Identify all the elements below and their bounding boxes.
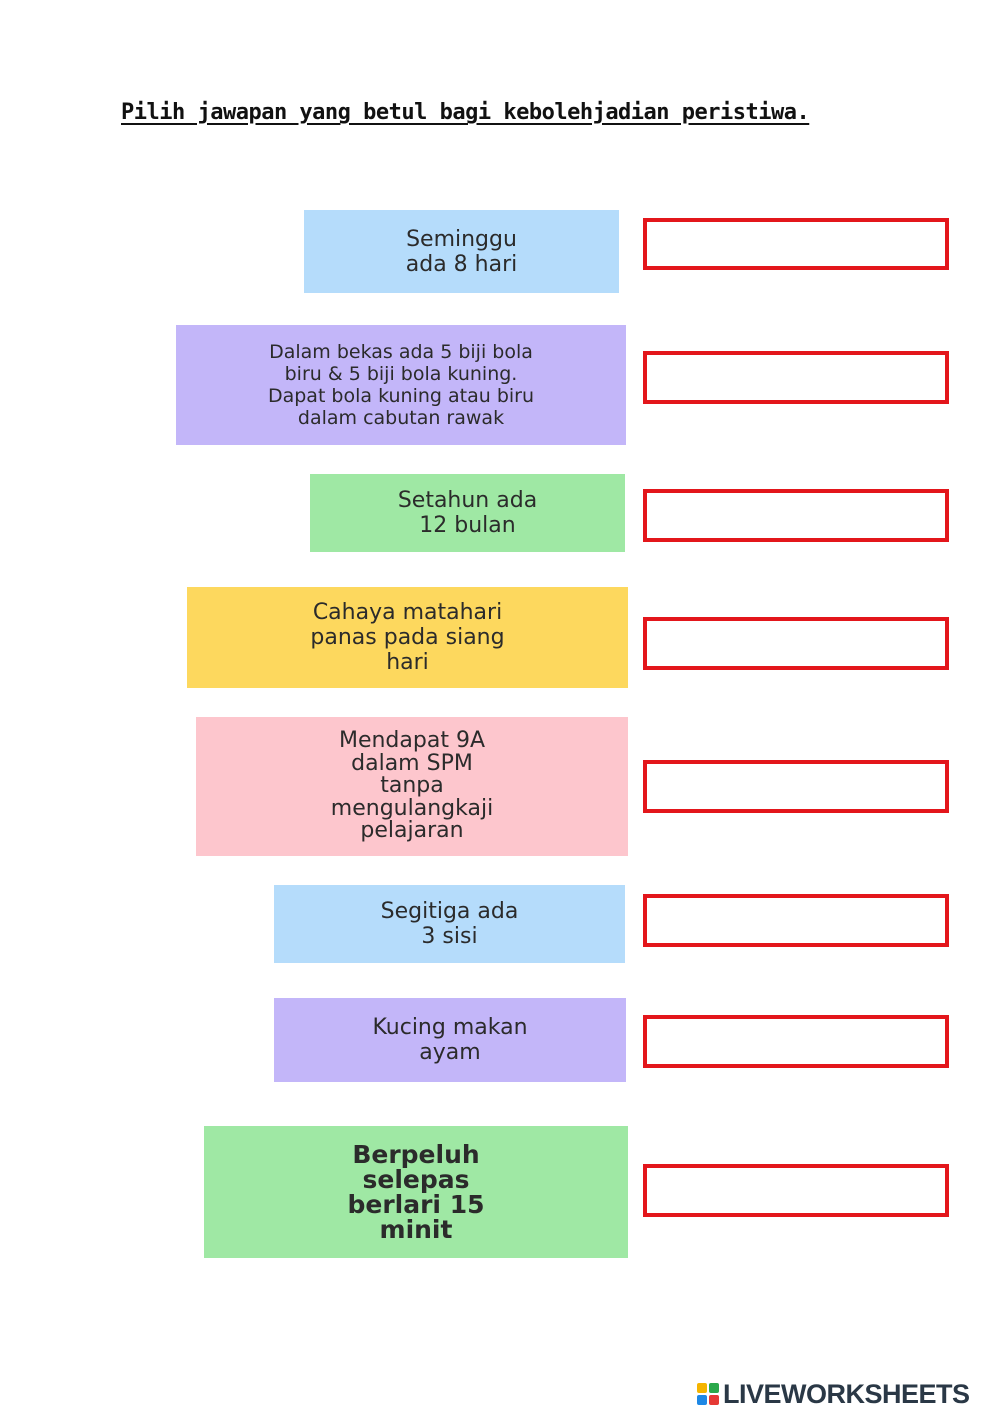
question-text: Setahun ada 12 bulan — [397, 488, 538, 538]
answer-input-7[interactable] — [647, 1019, 945, 1064]
question-text: Kucing makan ayam — [372, 1015, 528, 1065]
liveworksheets-logo: LIVEWORKSHEETS — [697, 1377, 970, 1411]
answer-box-4[interactable] — [643, 617, 949, 670]
question-text: Cahaya matahari panas pada siang hari — [310, 600, 505, 675]
answer-box-3[interactable] — [643, 489, 949, 542]
answer-input-4[interactable] — [647, 621, 945, 666]
answer-input-2[interactable] — [647, 355, 945, 400]
answer-box-5[interactable] — [643, 760, 949, 813]
answer-box-8[interactable] — [643, 1164, 949, 1217]
answer-input-6[interactable] — [647, 898, 945, 943]
answer-input-1[interactable] — [647, 222, 945, 266]
question-text: Dalam bekas ada 5 biji bola biru & 5 bij… — [267, 341, 535, 429]
answer-input-5[interactable] — [647, 764, 945, 809]
question-card-4: Cahaya matahari panas pada siang hari — [187, 587, 628, 688]
question-text: Mendapat 9A dalam SPM tanpa mengulangkaj… — [330, 728, 494, 844]
answer-box-6[interactable] — [643, 894, 949, 947]
question-text: Berpeluh selepas berlari 15 minit — [347, 1140, 485, 1244]
question-card-6: Segitiga ada 3 sisi — [274, 885, 625, 963]
answer-box-1[interactable] — [643, 218, 949, 270]
question-text: Segitiga ada 3 sisi — [380, 899, 519, 949]
question-card-3: Setahun ada 12 bulan — [310, 474, 625, 552]
answer-box-7[interactable] — [643, 1015, 949, 1068]
question-card-7: Kucing makan ayam — [274, 998, 626, 1082]
question-card-2: Dalam bekas ada 5 biji bola biru & 5 bij… — [176, 325, 626, 445]
answer-input-8[interactable] — [647, 1168, 945, 1213]
liveworksheets-icon — [697, 1383, 719, 1405]
brand-name: LIVEWORKSHEETS — [723, 1378, 970, 1409]
answer-box-2[interactable] — [643, 351, 949, 404]
question-card-1: Seminggu ada 8 hari — [304, 210, 619, 293]
question-card-8: Berpeluh selepas berlari 15 minit — [204, 1126, 628, 1258]
question-text: Seminggu ada 8 hari — [405, 226, 518, 277]
answer-input-3[interactable] — [647, 493, 945, 538]
worksheet-title: Pilih jawapan yang betul bagi kebolehjad… — [121, 100, 810, 125]
question-card-5: Mendapat 9A dalam SPM tanpa mengulangkaj… — [196, 717, 628, 856]
